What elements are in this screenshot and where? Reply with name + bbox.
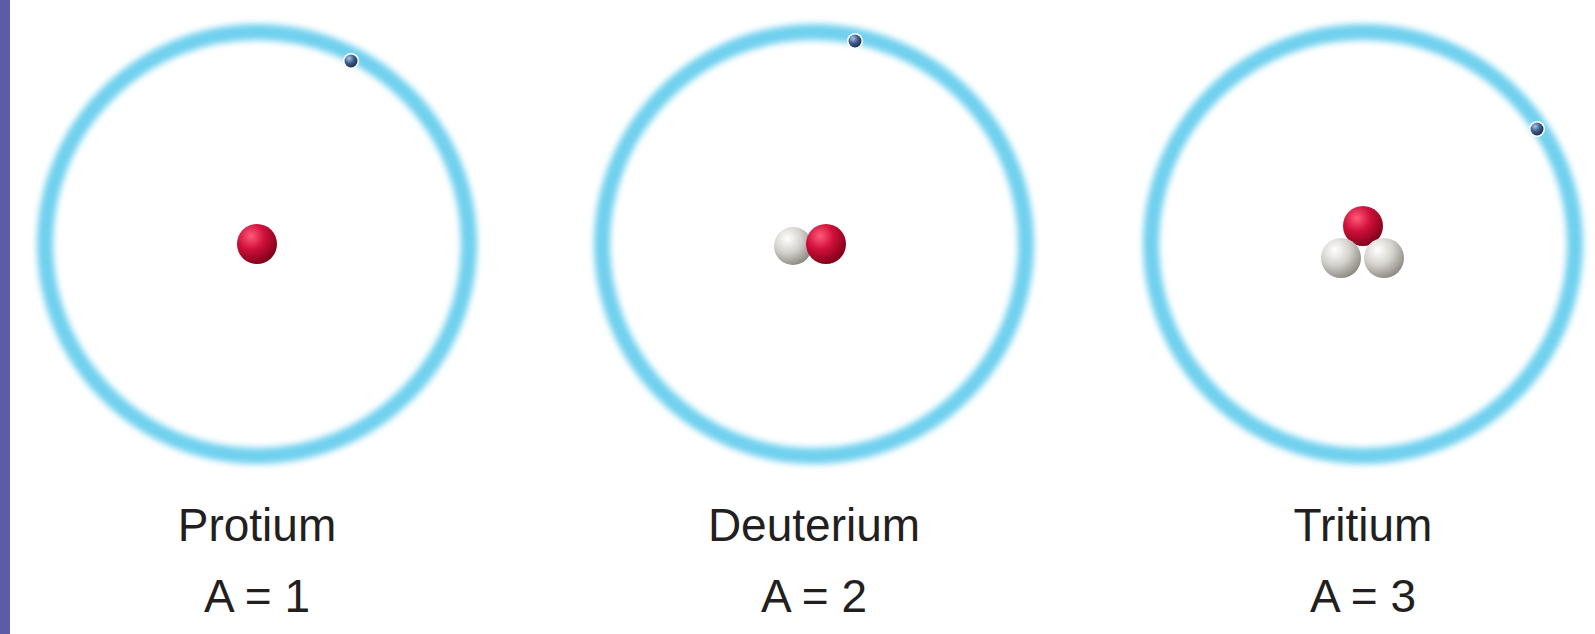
- mass-number: A = 1: [57, 571, 457, 622]
- electron: [1531, 123, 1544, 136]
- neutron: [1321, 238, 1361, 278]
- isotope-name: Tritium: [1163, 500, 1563, 551]
- proton: [806, 224, 846, 264]
- electron-halo: [847, 33, 863, 49]
- electron-halo: [343, 53, 359, 69]
- proton: [237, 224, 277, 264]
- isotope-name: Deuterium: [614, 500, 1014, 551]
- electron-halo: [1529, 121, 1545, 137]
- orbit-ring: [45, 32, 469, 456]
- electron: [345, 55, 358, 68]
- side-bar: [0, 0, 10, 634]
- neutron: [1364, 238, 1404, 278]
- orbit-ring: [602, 32, 1026, 456]
- electron: [849, 35, 862, 48]
- orbit-ring: [1151, 32, 1575, 456]
- mass-number: A = 3: [1163, 571, 1563, 622]
- isotope-name: Protium: [57, 500, 457, 551]
- mass-number: A = 2: [614, 571, 1014, 622]
